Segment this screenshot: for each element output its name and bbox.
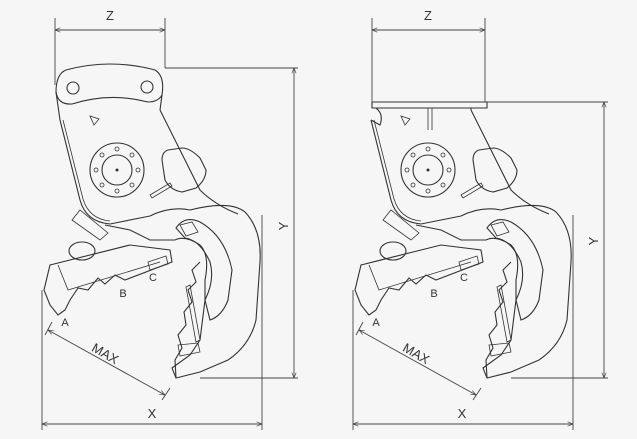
dim-y-label: Y: [586, 236, 601, 245]
dim-max-label: MAX: [400, 340, 432, 367]
dim-z-label: Z: [424, 8, 432, 23]
drawing-right: Z Y X MAX A B C: [352, 8, 608, 430]
point-a-label: A: [61, 317, 69, 329]
drawing-left: Z Y X MAX A B C: [41, 8, 298, 430]
dim-max-label: MAX: [89, 340, 121, 367]
dim-y-label: Y: [276, 221, 291, 230]
point-c-label: C: [149, 272, 157, 284]
point-a-label: A: [372, 317, 380, 329]
dim-x-label: X: [148, 406, 157, 421]
hook-plate: [55, 63, 164, 105]
flat-plate: [371, 101, 488, 109]
dim-x-label: X: [458, 406, 467, 421]
point-b-label: B: [430, 288, 437, 300]
point-c-label: C: [460, 272, 468, 284]
point-b-label: B: [119, 288, 126, 300]
dim-z-label: Z: [106, 8, 114, 23]
